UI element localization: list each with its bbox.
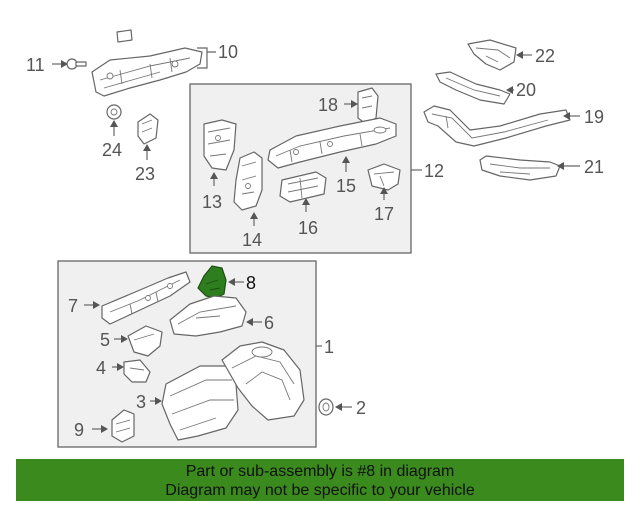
callout-19: 19 (584, 107, 604, 127)
callout-16: 16 (298, 218, 318, 238)
part-2-plug[interactable] (318, 398, 334, 416)
callout-4: 4 (96, 358, 106, 378)
callout-22: 22 (535, 46, 555, 66)
part-7[interactable] (101, 271, 191, 325)
callout-23: 23 (135, 164, 155, 184)
part-16[interactable] (279, 171, 327, 203)
info-banner: Part or sub-assembly is #8 in diagram Di… (16, 459, 624, 501)
callout-17: 17 (374, 204, 394, 224)
callout-7: 7 (68, 296, 78, 316)
banner-line-1: Part or sub-assembly is #8 in diagram (185, 463, 455, 480)
part-15[interactable] (267, 117, 397, 169)
callout-12: 12 (424, 161, 444, 181)
callout-18: 18 (318, 95, 338, 115)
callout-15: 15 (336, 176, 356, 196)
part-24[interactable] (106, 104, 122, 120)
callout-1: 1 (324, 337, 334, 357)
part-3[interactable] (161, 365, 239, 441)
part-5[interactable] (127, 325, 163, 357)
part-13[interactable] (203, 119, 237, 171)
part-20[interactable] (435, 71, 511, 105)
callout-9: 9 (74, 420, 84, 440)
part-23[interactable] (137, 113, 159, 145)
callout-8: 8 (246, 273, 256, 293)
callout-13: 13 (202, 192, 222, 212)
part-8[interactable] (197, 265, 227, 299)
callout-24: 24 (102, 140, 122, 160)
part-6[interactable] (169, 295, 247, 337)
part-4[interactable] (123, 359, 151, 383)
part-21[interactable] (479, 155, 561, 181)
part-22[interactable] (467, 39, 517, 71)
part-9[interactable] (111, 409, 135, 443)
part-11-bolt[interactable] (66, 58, 87, 70)
callout-3: 3 (136, 392, 146, 412)
part-19[interactable] (423, 105, 571, 147)
part-18[interactable] (357, 87, 379, 125)
part-17[interactable] (367, 163, 401, 191)
callout-10: 10 (218, 42, 238, 62)
callout-20: 20 (516, 80, 536, 100)
callout-6: 6 (264, 313, 274, 333)
callout-14: 14 (242, 230, 262, 250)
banner-line-2: Diagram may not be specific to your vehi… (165, 482, 475, 499)
callout-11: 11 (26, 55, 45, 75)
callout-21: 21 (584, 157, 604, 177)
part-10-top-clip[interactable] (116, 29, 133, 43)
part-1-wheelhouse[interactable] (221, 341, 305, 421)
callout-2: 2 (356, 398, 366, 418)
part-14[interactable] (233, 151, 263, 211)
callout-5: 5 (100, 330, 110, 350)
part-10[interactable] (91, 47, 203, 97)
